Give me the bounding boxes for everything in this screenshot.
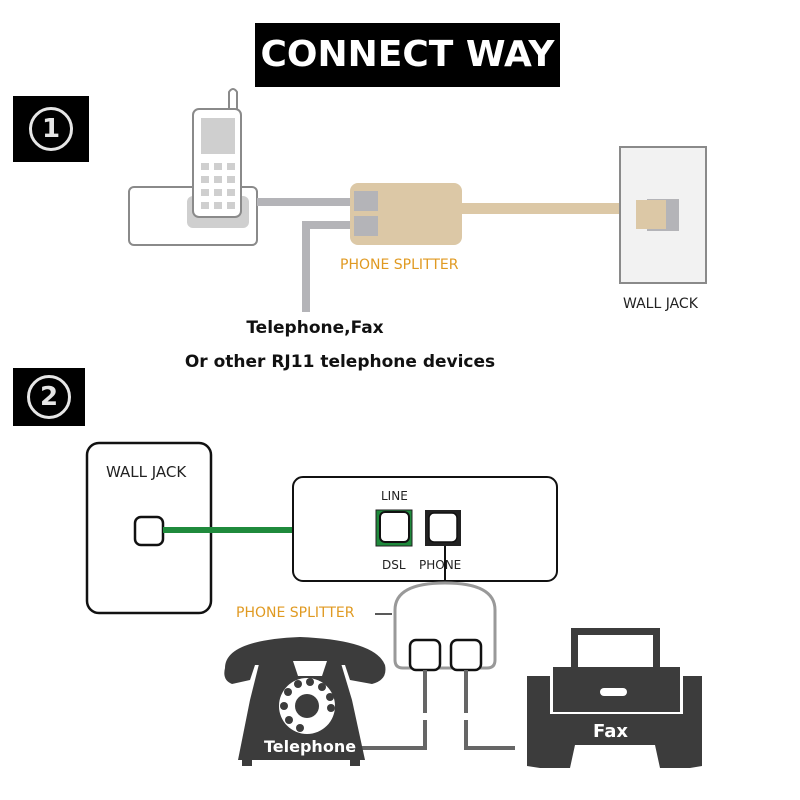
phone-splitter-2 [375,581,497,672]
step-2-badge: 2 [13,368,85,426]
page-title: CONNECT WAY [255,23,560,87]
wall-jack-2 [85,441,213,615]
fax-icon [527,628,702,768]
phone-splitter-label-2: PHONE SPLITTER [236,605,355,621]
telephone-label: Telephone [264,737,357,756]
beige-cable [462,203,640,214]
wall-jack-1 [619,146,707,284]
devices-caption-line1: Telephone,Fax [246,318,384,338]
green-cable [163,527,380,533]
grey-cable [257,198,357,312]
step-1-number: 1 [29,107,73,151]
devices-caption-line2: Or other RJ11 telephone devices [184,352,496,372]
cordless-phone-icon [128,88,258,246]
fax-label: Fax [593,721,628,742]
telephone-icon [224,637,386,766]
step-1-badge: 1 [13,96,89,162]
device-cables [360,670,515,750]
port-phone-label: PHONE [419,558,462,572]
port-dsl-label: DSL [382,558,406,572]
phone-splitter-label-1: PHONE SPLITTER [340,257,459,273]
step-2-number: 2 [27,375,71,419]
dsl-modem [292,476,558,588]
wall-jack-label-2: WALL JACK [106,463,187,481]
port-line-label: LINE [381,489,408,503]
wall-jack-label-1: WALL JACK [623,296,698,312]
phone-splitter-1 [350,183,462,245]
